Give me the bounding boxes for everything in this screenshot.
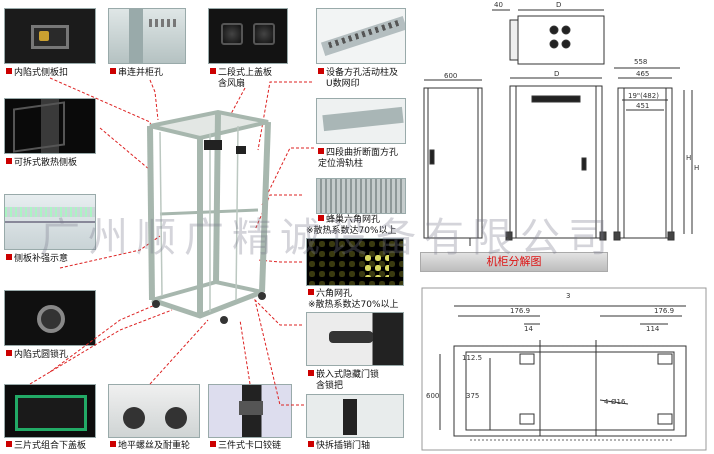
photo-top-cover xyxy=(208,8,288,64)
caption-door-pin: 快拆插销门轴 xyxy=(308,441,370,452)
photo-hinge xyxy=(208,384,292,438)
caption-hidden-lock-b: 含锁把 xyxy=(316,381,344,391)
photo-slide-rail xyxy=(316,98,406,144)
photo-hex-mesh xyxy=(306,238,404,286)
dim-4-d16: 4-Ø16 xyxy=(604,398,626,406)
top-view-drawing xyxy=(492,9,605,65)
caption-removable-side-panel: 可拆式散热侧板 xyxy=(6,158,77,169)
caption-hex-mesh-b: ※散热系数达70%以上 xyxy=(308,300,399,310)
rack-fan-block xyxy=(204,140,222,150)
dim-375: 375 xyxy=(466,392,479,400)
caption-top-cover-fan: 含风扇 xyxy=(218,79,246,89)
dim-front-d: D xyxy=(554,70,559,78)
photo-side-panel-buckle xyxy=(4,8,96,64)
caption-top-cover: 二段式上盖板 xyxy=(210,68,272,79)
caption-side-reinforce: 侧板补强示意 xyxy=(6,254,68,265)
caption-honeycomb-mesh-b: ※散热系数达70%以上 xyxy=(306,226,397,236)
photo-square-hole-column xyxy=(316,8,406,64)
caption-wheel: 地平螺丝及耐重轮 xyxy=(110,441,190,452)
dim-base-3: 3 xyxy=(566,292,570,300)
dim-465: 465 xyxy=(636,70,649,78)
photo-honeycomb-mesh xyxy=(316,178,406,214)
dim-176-9-b: 176.9 xyxy=(654,307,674,315)
caption-bottom-plate: 三片式组合下盖板 xyxy=(6,441,86,452)
rack-wheel xyxy=(220,316,228,324)
photo-side-reinforce xyxy=(4,194,96,250)
caption-hidden-lock: 嵌入式隐藏门锁 xyxy=(308,370,379,381)
dim-114: 114 xyxy=(646,325,660,333)
dim-451: 451 xyxy=(636,102,649,110)
rack-fan-block-2 xyxy=(236,146,246,154)
photo-bottom-plate xyxy=(4,384,96,438)
rack-wheel-3 xyxy=(152,300,160,308)
caption-side-panel-buckle: 内陷式侧板扣 xyxy=(6,68,68,79)
dim-558: 558 xyxy=(634,58,647,66)
dim-112-5: 112.5 xyxy=(462,354,482,362)
caption-slide-rail-b: 定位滑轨柱 xyxy=(318,159,364,169)
dim-h-1: H xyxy=(686,154,691,162)
caption-slide-rail: 四段曲折断面方孔 xyxy=(318,148,398,159)
dim-side-600: 600 xyxy=(444,72,457,80)
rear-view-drawing xyxy=(613,67,693,241)
dim-h-2: H xyxy=(694,164,699,172)
photo-series-hole xyxy=(108,8,186,64)
dim-top-d: D xyxy=(556,1,561,9)
photo-round-lock xyxy=(4,290,96,346)
caption-hex-mesh: 六角网孔 xyxy=(308,289,352,300)
dim-top-40: 40 xyxy=(494,1,503,9)
caption-hinge: 三件式卡口铰链 xyxy=(210,441,281,452)
photo-wheel xyxy=(108,384,200,438)
dim-19-inch: 19"(482) xyxy=(628,92,659,100)
rack-frame xyxy=(147,109,271,319)
base-plate-hatch xyxy=(466,345,674,441)
rack-wheel-2 xyxy=(258,292,266,300)
exploded-view-banner: 机柜分解图 xyxy=(420,252,608,272)
photo-hidden-lock xyxy=(306,312,404,366)
photo-removable-side-panel xyxy=(4,98,96,154)
dim-600: 600 xyxy=(426,392,439,400)
caption-square-hole-column: 设备方孔活动柱及 xyxy=(318,68,398,79)
caption-series-hole: 串连并柜孔 xyxy=(110,68,163,79)
photo-door-pin xyxy=(306,394,404,438)
dim-176-9-a: 176.9 xyxy=(510,307,530,315)
company-watermark: 广州顺广精诚设备有限公司 xyxy=(40,215,616,261)
front-view-drawing xyxy=(505,77,607,241)
caption-honeycomb-mesh: 蜂巢六角网孔 xyxy=(318,215,380,226)
dim-14: 14 xyxy=(524,325,533,333)
rack-frame-inner xyxy=(159,125,239,312)
side-view-drawing xyxy=(423,79,483,246)
caption-round-lock: 内陷式圆锁孔 xyxy=(6,350,68,361)
caption-square-hole-column-b: U数网印 xyxy=(326,79,360,89)
